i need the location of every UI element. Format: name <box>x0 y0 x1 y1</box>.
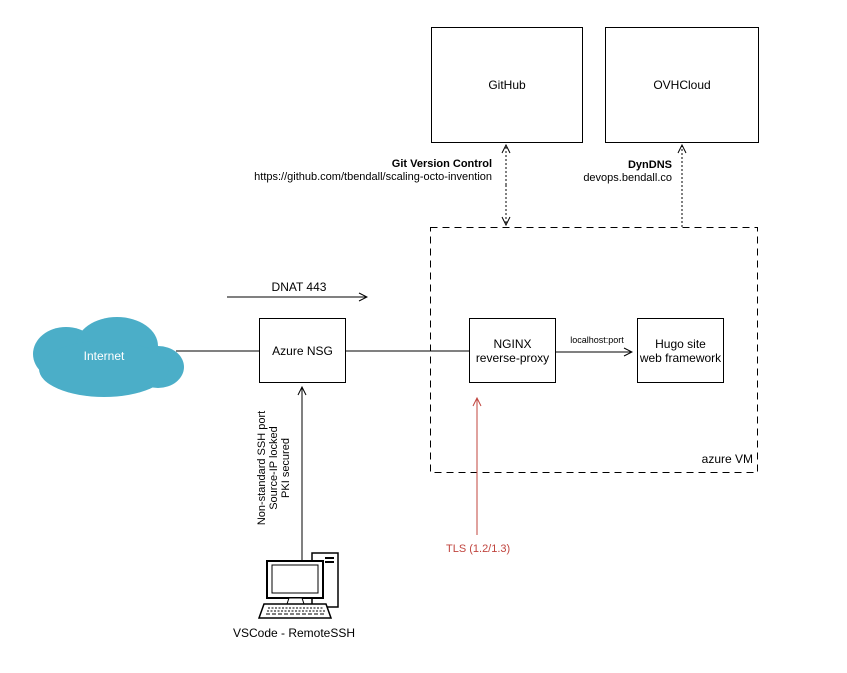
dyndns-annotation-title: DynDNS <box>627 159 672 171</box>
ovhcloud-label: OVHCloud <box>653 78 711 92</box>
hugo-label-line1: Hugo site <box>655 336 706 351</box>
nginx-label-line2: reverse-proxy <box>475 350 550 365</box>
git-version-control-annotation: Git Version Control https://github.com/t… <box>190 158 492 184</box>
ssh-note-line1: Non-standard SSH port <box>256 410 268 526</box>
internet-label: Internet <box>83 349 125 363</box>
tls-label: TLS (1.2/1.3) <box>446 543 511 555</box>
azure-vm-label: azure VM <box>701 452 753 466</box>
workstation-label: VSCode - RemoteSSH <box>232 626 356 640</box>
node-github: GitHub <box>431 27 583 143</box>
workstation-node <box>258 545 343 623</box>
internet-cloud-node: Internet <box>20 304 188 400</box>
desktop-computer-icon <box>258 552 339 619</box>
hugo-label-line2: web framework <box>639 350 722 365</box>
git-annotation-url: https://github.com/tbendall/scaling-octo… <box>254 171 492 183</box>
ssh-note-line3: PKI secured <box>280 438 292 498</box>
node-ovhcloud: OVHCloud <box>605 27 759 143</box>
azure-vm-dashed-container <box>430 227 758 473</box>
dyndns-annotation: DynDNS devops.bendall.co <box>472 159 672 185</box>
node-azure-nsg: Azure NSG <box>259 318 346 383</box>
github-label: GitHub <box>488 78 526 92</box>
dnat-label: DNAT 443 <box>271 280 327 294</box>
localhost-port-label: localhost:port <box>570 335 624 345</box>
nginx-label-line1: NGINX <box>493 336 532 351</box>
node-nginx: NGINX reverse-proxy <box>469 318 556 383</box>
git-annotation-title: Git Version Control <box>391 158 492 170</box>
dyndns-annotation-host: devops.bendall.co <box>583 172 672 184</box>
ssh-note-line2: Source-IP locked <box>268 426 280 510</box>
cloud-icon <box>33 317 184 397</box>
ssh-hardening-note: Non-standard SSH port Source-IP locked P… <box>256 408 292 528</box>
node-hugo: Hugo site web framework <box>637 318 724 383</box>
azure-nsg-label: Azure NSG <box>272 343 333 358</box>
